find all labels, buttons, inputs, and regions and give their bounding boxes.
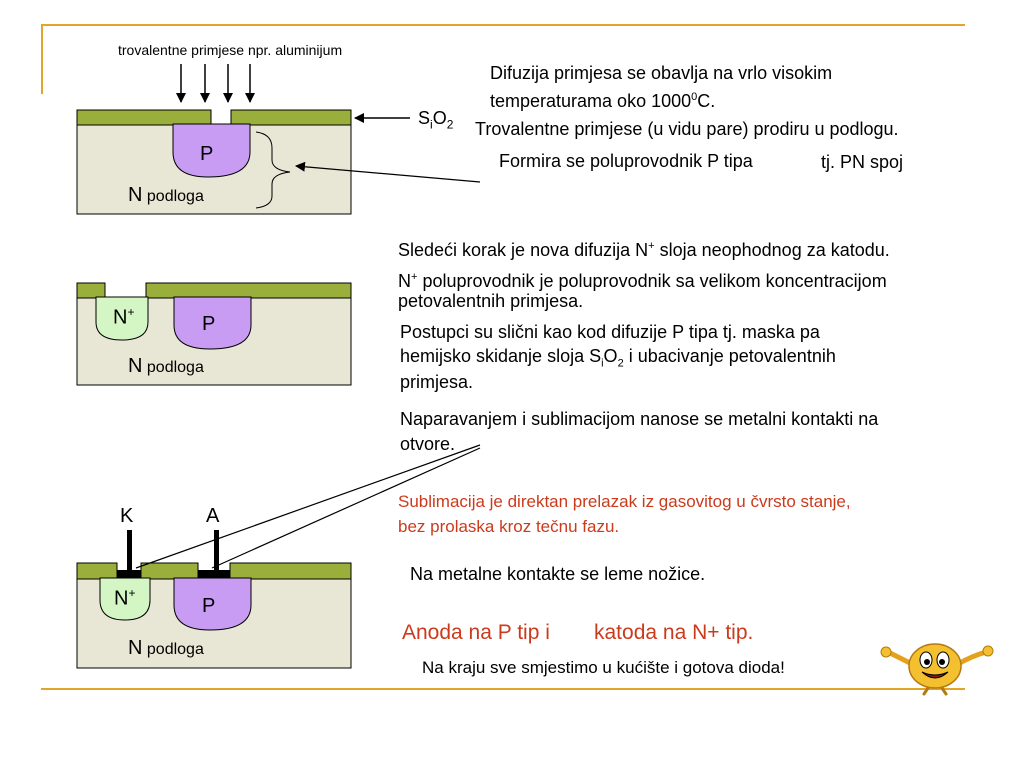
contact-pointer-line-1 (135, 444, 481, 569)
procedure-line3: primjesa. (400, 372, 474, 392)
anode-metal-contact (198, 570, 230, 578)
diagram3-substrate-label: N podloga (128, 637, 204, 659)
n-plus-def-line2: petovalentnih primjesa. (398, 291, 584, 311)
frame-left-line (41, 24, 43, 94)
diagram2-p-region (173, 296, 252, 350)
diagram3-oxide-mid (140, 562, 199, 580)
metal-contacts-line2: otvore. (400, 434, 456, 454)
pn-junction-text: tj. PN spoj (821, 152, 904, 172)
frame-bottom-line (41, 688, 965, 690)
n-plus-def-line1: N+ poluprovodnik je poluprovodnik sa vel… (398, 271, 887, 291)
diagram2-n-plus-label: N+ (113, 305, 135, 329)
diagram1-oxide-right (230, 109, 352, 126)
diagram2-oxide-left (76, 282, 106, 299)
procedure-line1: Postupci su slični kao kod difuzije P ti… (400, 322, 820, 342)
diagram2-substrate-label: N podloga (128, 355, 204, 377)
metal-contacts-line1: Naparavanjem i sublimacijom nanose se me… (400, 409, 879, 429)
cathode-k-label: K (120, 505, 134, 527)
cathode-metal-contact (117, 570, 141, 578)
diagram3-oxide-right (229, 562, 352, 580)
anode-text: Anoda na P tip i (402, 621, 550, 644)
anode-a-label: A (206, 505, 220, 527)
sio2-label: SiO2 (418, 108, 454, 132)
pn-junction-brace (255, 131, 291, 209)
diagram3-oxide-left (76, 562, 118, 580)
diagram1-substrate-label: N podloga (128, 184, 204, 207)
pn-pointer-arrow (295, 161, 481, 183)
impurity-label: trovalentne primjese npr. aluminijum (118, 42, 343, 58)
procedure-line2: hemijsko skidanje sloja SiO2 i ubacivanj… (400, 346, 836, 370)
diagram1-structure (76, 64, 481, 215)
diffusion-text-line2: temperaturama oko 10000C. (490, 91, 716, 111)
podloga-label: podloga (146, 188, 204, 205)
final-text: Na kraju sve smjestimo u kućište i gotov… (422, 658, 785, 677)
smiley-waving-icon (880, 643, 994, 696)
trivalent-text: Trovalentne primjese (u vidu pare) prodi… (475, 119, 899, 139)
diagram1-oxide-left (76, 109, 212, 126)
diagram2-n-plus-region (95, 296, 149, 341)
diagram1-p-region (172, 123, 251, 178)
frame-top-line (41, 24, 965, 26)
diagram1-p-label: P (200, 143, 214, 165)
cathode-lead (127, 530, 132, 570)
diagram3-n-plus-label: N+ (114, 586, 136, 610)
diagram2-structure (76, 282, 352, 386)
diagram2-oxide-right (145, 282, 352, 299)
diagram3-p-region (173, 577, 252, 631)
n-label: N (128, 184, 143, 206)
anode-lead (214, 530, 219, 570)
diagram3-n-plus-region (99, 577, 151, 621)
next-step-text: Sledeći korak je nova difuzija N+ sloja … (398, 240, 890, 260)
diagram3-structure (76, 444, 481, 669)
diagram2-p-label: P (202, 313, 216, 335)
diagram3-p-label: P (202, 595, 216, 617)
sublimation-line2: bez prolaska kroz tečnu fazu. (398, 517, 620, 536)
cathode-text: katoda na N+ tip. (594, 621, 754, 644)
contact-pointer-line-2 (211, 447, 481, 569)
solder-leads-text: Na metalne kontakte se leme nožice. (410, 564, 706, 584)
diffusion-text-line1: Difuzija primjesa se obavlja na vrlo vis… (490, 63, 833, 83)
p-type-text: Formira se poluprovodnik P tipa (499, 151, 753, 171)
sublimation-line1: Sublimacija je direktan prelazak iz gaso… (398, 492, 851, 511)
